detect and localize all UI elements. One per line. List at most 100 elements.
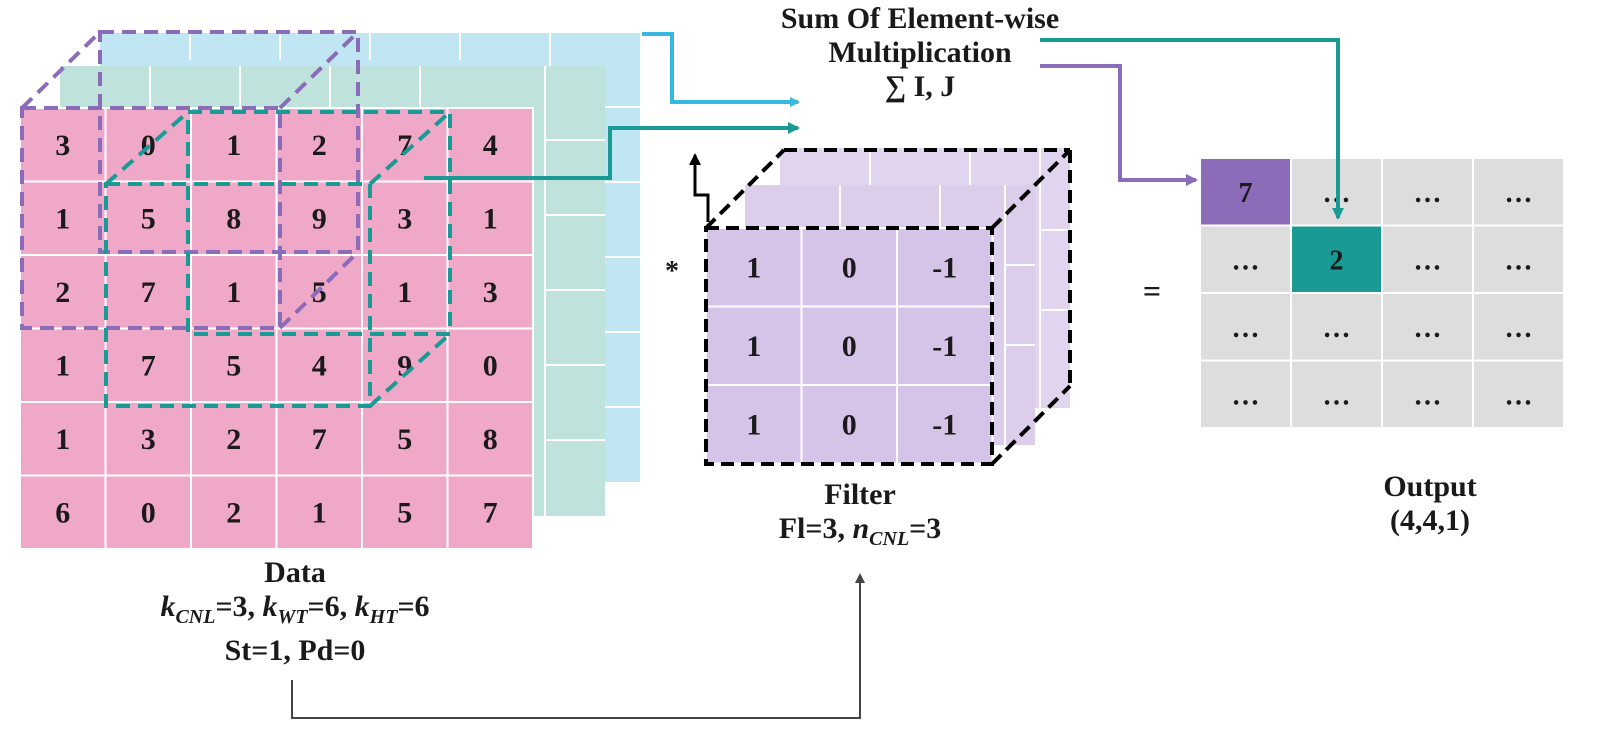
equals-operator: = [1143, 273, 1161, 309]
data-params: St=1, Pd=0 [224, 634, 366, 667]
data-cell [446, 254, 534, 330]
output-cell-value: … [1505, 380, 1533, 411]
output-cell [1199, 224, 1292, 294]
data-cell-value: 1 [312, 496, 327, 529]
data-cell [361, 401, 449, 477]
output-grid: 7…………2………………………… [1199, 157, 1565, 429]
data-cell-value: 7 [141, 276, 156, 309]
data-cell-value: 2 [226, 496, 241, 529]
output-cell-value: … [1232, 380, 1260, 411]
data-cell [361, 107, 449, 183]
data-cell [275, 401, 363, 477]
filter-cell-value: 1 [746, 330, 761, 363]
output-caption: Output (4,4,1) [1320, 470, 1540, 538]
data-cell [190, 107, 278, 183]
data-cell-value: 7 [483, 496, 498, 529]
filter-cell-value: 0 [842, 330, 857, 363]
filter-grid: 1 0 -1 1 0 -1 1 0 -1 [705, 227, 994, 465]
data-caption: Data kCNL=3, kWT=6, kHT=6 St=1, Pd=0 [60, 556, 530, 668]
output-shape: (4,4,1) [1390, 504, 1470, 537]
output-cell-value: … [1323, 380, 1351, 411]
filter-cell-value: -1 [932, 251, 957, 284]
purple-sum-arrow [1040, 64, 1198, 186]
data-cell-value: 6 [55, 496, 70, 529]
data-cell-value: 0 [483, 349, 498, 382]
purple-window-cube [20, 30, 360, 330]
feedback-arrow [291, 573, 865, 719]
output-cell-value: … [1414, 380, 1442, 411]
filter-cell-value: 1 [746, 408, 761, 441]
output-cell-value: … [1323, 313, 1351, 344]
data-cell [19, 180, 107, 256]
data-cell-value: 1 [483, 202, 498, 235]
data-cell-value: 4 [312, 349, 327, 382]
output-cell-value: … [1414, 178, 1442, 209]
filter-cell [896, 384, 994, 465]
filter-cell-value: 0 [842, 408, 857, 441]
filter-cell [705, 305, 803, 386]
output-cell-value: … [1414, 313, 1442, 344]
data-cell-value: 8 [483, 423, 498, 456]
data-cell [361, 474, 449, 550]
data-cell [190, 474, 278, 550]
data-cell-value: 9 [312, 202, 327, 235]
output-cell [1290, 359, 1383, 429]
data-cell-value: 7 [312, 423, 327, 456]
data-cell [446, 107, 534, 183]
data-cell-value: 1 [226, 276, 241, 309]
filter-cell-value: -1 [932, 330, 957, 363]
filter-cell-value: 0 [842, 251, 857, 284]
output-cell [1290, 224, 1383, 294]
sum-label-line2: Multiplication [828, 36, 1012, 69]
data-cell-value: 1 [226, 129, 241, 162]
data-cell-value: 5 [397, 496, 412, 529]
data-cell-value: 2 [226, 423, 241, 456]
output-cell-value: … [1232, 313, 1260, 344]
filter-cell-value: -1 [932, 408, 957, 441]
data-cell [104, 401, 192, 477]
output-cell-value: … [1505, 245, 1533, 276]
data-cell-value: 3 [397, 202, 412, 235]
data-cell-value: 1 [55, 202, 70, 235]
data-cell [275, 180, 363, 256]
data-cell-value: 1 [397, 276, 412, 309]
data-dimensions: kCNL=3, kWT=6, kHT=6 [160, 590, 430, 628]
data-cell [361, 254, 449, 330]
output-cell-value: … [1505, 313, 1533, 344]
output-cell [1199, 359, 1292, 429]
output-cell-value: … [1414, 245, 1442, 276]
output-cell-value: … [1232, 245, 1260, 276]
sum-label-line1: Sum Of Element-wise [780, 2, 1060, 35]
output-cell-value: 2 [1330, 245, 1344, 276]
data-cell [190, 327, 278, 403]
filter-title: Filter [824, 478, 896, 511]
sum-label: Sum Of Element-wise Multiplication ∑ I, … [730, 2, 1110, 104]
filter-cell [800, 227, 898, 308]
filter-cell-value: 1 [746, 251, 761, 284]
teal-sum-arrow [1040, 38, 1344, 220]
data-cell [104, 474, 192, 550]
data-cell-value: 4 [483, 129, 498, 162]
data-cell-value: 5 [397, 423, 412, 456]
filter-caption: Filter Fl=3, nCNL=3 [700, 478, 1020, 556]
data-title: Data [264, 556, 326, 589]
filter-outline [704, 148, 1072, 466]
data-cell [446, 180, 534, 256]
output-cell-value: 7 [1239, 178, 1253, 209]
output-cell [1381, 292, 1474, 362]
data-cell-value: 3 [141, 423, 156, 456]
data-cell-value: 1 [55, 423, 70, 456]
teal-window-cube [104, 110, 452, 408]
data-cell-value: 5 [141, 202, 156, 235]
data-cell-value: 5 [226, 349, 241, 382]
data-cell [19, 474, 107, 550]
filter-cell [800, 305, 898, 386]
data-cell-value: 8 [226, 202, 241, 235]
teal-data-arrow [424, 122, 800, 180]
data-cell-value: 7 [397, 129, 412, 162]
filter-dimensions: Fl=3, nCNL=3 [778, 512, 942, 550]
data-cell-value: 2 [312, 129, 327, 162]
output-cell [1472, 292, 1565, 362]
